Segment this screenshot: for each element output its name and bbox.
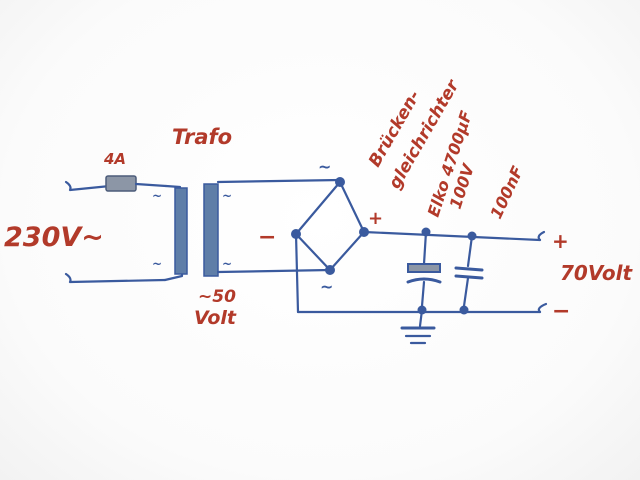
bridge-minus-label: − [258,225,276,250]
input-wire-top-right [134,182,168,188]
output-voltage-label: 70Volt [560,261,633,285]
secondary-voltage-label-2: Volt [194,307,237,329]
ceramic-lead-bottom [462,276,470,308]
output-terminal-minus [537,302,548,314]
bridge-minus-down [294,232,300,314]
transformer-label: Trafo [172,125,232,149]
input-terminals [64,180,167,284]
elko-plate-negative [406,277,442,284]
secondary-wire-top [216,178,342,184]
elko-lead-bottom [420,280,426,308]
primary-ac-mark-bottom: ~ [152,257,162,271]
bridge-node-top [335,177,345,187]
secondary-ac-mark-top: ~ [222,189,232,203]
primary-ac-mark-top: ~ [152,189,162,203]
bridge-node-bottom [325,265,335,275]
positive-rail [362,230,542,242]
ceramic-lead-top [466,234,474,268]
ground-lead [418,308,424,328]
bridge-plus-label: + [368,208,383,229]
electrolytic-capacitor [400,227,442,345]
input-voltage-label: 230V~ [4,222,104,253]
output-plus-label: + [552,229,569,253]
input-wire-top-left [64,180,112,192]
ceramic-plate-bottom [454,274,484,280]
elko-plate-positive [407,263,441,273]
bridge-diamond [294,180,366,272]
bridge-ac-mark-top: ~ [318,157,331,176]
transformer-core-primary [174,187,188,275]
output-minus-label: − [552,299,570,324]
ceramic-node-bottom [459,305,469,315]
ceramic-plate-top [454,266,484,272]
input-wire-bottom [64,272,167,284]
elko-lead-top [422,230,428,266]
fuse-rating-label: 4A [103,150,126,168]
bridge-node-left [291,229,301,239]
secondary-voltage-label-1: ~50 [198,287,236,307]
secondary-ac-mark-bottom: ~ [222,257,232,271]
output-terminal-plus [537,230,546,242]
ceramic-cap-label: 100nF [486,163,527,222]
transformer [163,178,342,282]
fuse-symbol [105,175,137,192]
ceramic-capacitor [454,231,484,315]
bridge-ac-mark-bottom: ~ [320,277,333,296]
bridge-rectifier [291,177,369,314]
secondary-wire-bottom [216,268,332,274]
transformer-core-secondary [203,183,219,277]
